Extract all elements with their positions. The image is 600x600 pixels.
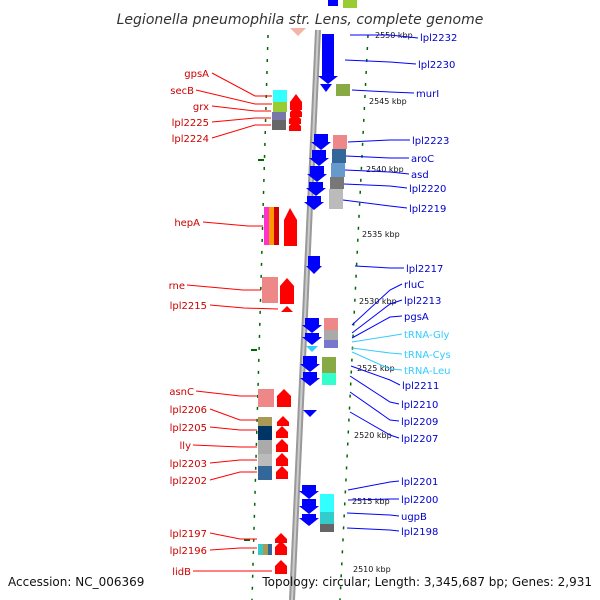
right-gene-labels: lpl2232 lpl2230 murI lpl2223 aroC asd lp… <box>401 33 457 538</box>
gene-label[interactable]: secB <box>170 86 194 97</box>
gene-arrow-lpl2217[interactable] <box>306 256 322 274</box>
gene-arrow-lpl2215[interactable] <box>281 306 293 312</box>
gene-label[interactable]: lpl2215 <box>170 301 207 312</box>
gene-label[interactable]: murI <box>416 89 439 100</box>
gene-arrow-lpl2230[interactable] <box>318 34 338 84</box>
gene-label[interactable]: asnC <box>169 387 194 398</box>
gene-label[interactable]: lpl2207 <box>401 434 438 445</box>
gene-arrow-lidb[interactable] <box>275 560 287 574</box>
gene-label[interactable]: lpl2202 <box>170 476 207 487</box>
gene-label[interactable]: lpl2210 <box>401 400 438 411</box>
gene-label[interactable]: lpl2201 <box>401 477 438 488</box>
kbp-label: 2525 kbp <box>357 364 395 373</box>
genome-backbone-highlight <box>291 29 319 600</box>
gene-arrow-lpl2220[interactable] <box>306 182 326 196</box>
gene-arrow-gpsa[interactable] <box>290 94 302 110</box>
gene-label[interactable]: rluC <box>404 280 424 291</box>
cog-color-blocks <box>258 0 357 555</box>
right-tick-track <box>339 34 369 600</box>
gene-arrow-grx[interactable] <box>289 113 301 124</box>
gene-arrow-lpl2232[interactable] <box>328 0 338 6</box>
forward-strand-genes[interactable] <box>275 94 302 574</box>
gene-label[interactable]: asd <box>411 170 429 181</box>
kbp-label: 2535 kbp <box>362 230 400 239</box>
gene-arrow-lpl2206[interactable] <box>277 416 289 426</box>
gene-arrow-secb[interactable] <box>290 106 302 117</box>
gene-label[interactable]: lpl2198 <box>401 527 438 538</box>
gene-label[interactable]: grx <box>193 102 209 113</box>
trna-leader-lines <box>351 333 403 371</box>
gene-arrow-lpl2203[interactable] <box>276 453 288 466</box>
gene-arrow-lpl2200[interactable] <box>299 499 319 514</box>
reverse-strand-genes[interactable] <box>299 0 338 526</box>
gene-label[interactable]: lidB <box>172 567 191 578</box>
gene-label[interactable]: lpl2230 <box>418 60 455 71</box>
major-ticks <box>244 159 264 541</box>
gene-arrow-lpl2219[interactable] <box>304 196 324 210</box>
gene-label[interactable]: lpl2232 <box>420 33 457 44</box>
left-gene-labels: gpsA secB grx lpl2225 lpl2224 hepA rne l… <box>169 69 210 578</box>
trna-label[interactable]: tRNA-Leu <box>404 366 450 377</box>
trna-arrow[interactable] <box>306 346 318 352</box>
right-leader-lines <box>342 34 419 532</box>
kbp-label: 2510 kbp <box>353 565 391 574</box>
gene-label[interactable]: lpl2211 <box>402 381 439 392</box>
gene-label[interactable]: gpsA <box>184 69 209 80</box>
left-leader-lines <box>186 72 279 572</box>
gene-arrow-lpl2225[interactable] <box>289 120 301 131</box>
gene-label[interactable]: lpl2217 <box>406 264 443 275</box>
gene-arrow-lly[interactable] <box>276 439 288 452</box>
gene-arrow-lpl2201[interactable] <box>299 485 319 499</box>
gene-arrow-lpl2205[interactable] <box>276 426 288 438</box>
gene-arrow-aroc[interactable] <box>309 150 329 166</box>
left-tick-track <box>251 34 269 600</box>
gene-label[interactable]: lpl2224 <box>172 134 209 145</box>
gene-arrow-lpl2197[interactable] <box>275 533 287 543</box>
gene-arrow-ugpb[interactable] <box>299 514 319 526</box>
gene-arrow-lpl2213[interactable] <box>302 333 322 345</box>
trna-label[interactable]: tRNA-Gly <box>404 330 449 341</box>
gene-label[interactable]: lpl2197 <box>170 529 207 540</box>
gene-label[interactable]: lpl2219 <box>409 204 446 215</box>
trna-labels: tRNA-Gly tRNA-Cys tRNA-Leu <box>404 330 451 377</box>
gene-label[interactable]: lpl2203 <box>170 459 207 470</box>
gene-arrow-lpl2209[interactable] <box>303 410 317 417</box>
gene-arrow-asnc[interactable] <box>277 389 291 407</box>
kbp-label: 2545 kbp <box>369 97 407 106</box>
gene-arrow-muri[interactable] <box>320 84 332 92</box>
gene-label[interactable]: lpl2205 <box>170 423 207 434</box>
gene-arrow-hepa[interactable] <box>284 208 297 246</box>
kbp-label: 2540 kbp <box>366 165 404 174</box>
gene-label[interactable]: lpl2206 <box>170 405 207 416</box>
gene-label[interactable]: pgsA <box>404 312 429 323</box>
gene-arrow-rluc[interactable] <box>302 318 322 333</box>
gene-arrow-lpl2211[interactable] <box>300 356 320 372</box>
gene-label[interactable]: hepA <box>174 218 200 229</box>
gene-label[interactable]: lpl2223 <box>412 136 449 147</box>
gene-label[interactable]: lpl2213 <box>404 296 441 307</box>
gene-arrow-lpl2223[interactable] <box>311 134 331 150</box>
gene-label[interactable]: lly <box>180 441 192 452</box>
kbp-label: 2515 kbp <box>352 497 390 506</box>
kbp-label: 2520 kbp <box>354 431 392 440</box>
gene-label[interactable]: ugpB <box>401 512 427 523</box>
gene-label[interactable]: aroC <box>411 154 434 165</box>
gene-arrow-lpl2210[interactable] <box>300 372 320 386</box>
gene-arrow-lpl2202[interactable] <box>276 466 288 479</box>
backbone-cap <box>290 28 306 36</box>
trna-label[interactable]: tRNA-Cys <box>404 350 451 361</box>
map-title: Legionella pneumophila str. Lens, comple… <box>117 12 484 28</box>
gene-label[interactable]: lpl2200 <box>401 495 438 506</box>
gene-arrow-asd[interactable] <box>307 166 327 182</box>
gene-arrow-rne[interactable] <box>280 278 294 304</box>
gene-label[interactable]: lpl2196 <box>170 546 207 557</box>
gene-label[interactable]: lpl2220 <box>409 184 446 195</box>
topology-text: Topology: circular; Length: 3,345,687 bp… <box>261 575 592 589</box>
gene-label[interactable]: lpl2209 <box>401 417 438 428</box>
gene-label[interactable]: lpl2225 <box>172 118 209 129</box>
accession-text: Accession: NC_006369 <box>8 575 144 589</box>
gene-arrow-lpl2196[interactable] <box>275 541 287 555</box>
gene-label[interactable]: rne <box>169 281 185 292</box>
